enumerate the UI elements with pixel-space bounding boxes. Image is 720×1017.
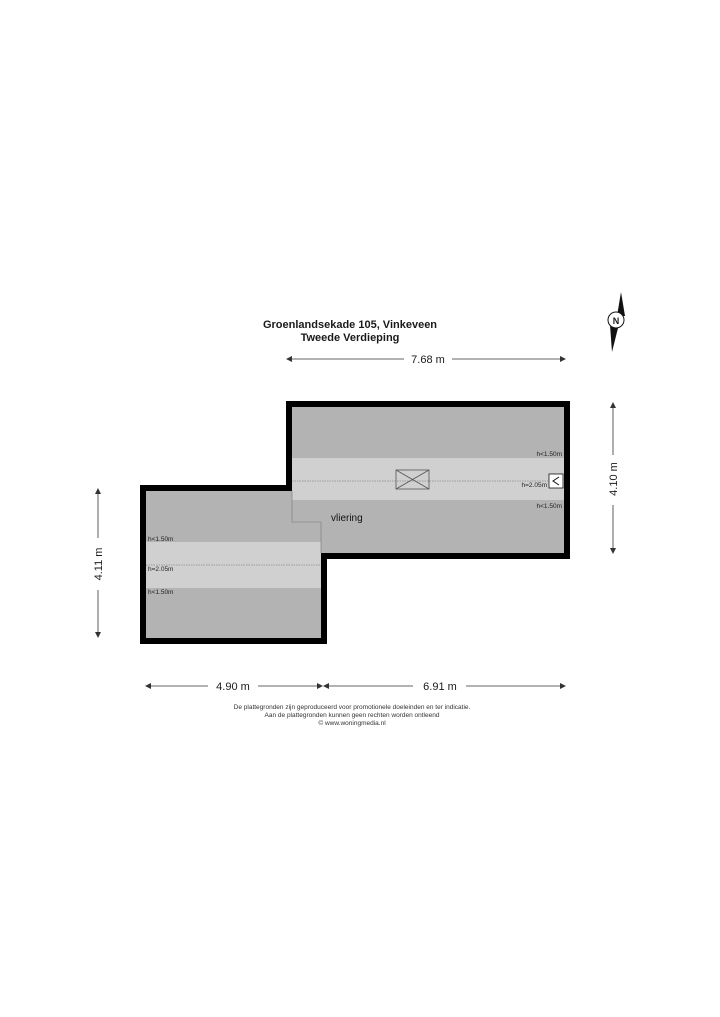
stair-hatch-icon: [548, 473, 564, 489]
height-label-left-upper: h<1.50m: [148, 536, 173, 543]
disclaimer-line-3: © www.woningmedia.nl: [318, 719, 386, 727]
floor-title: Tweede Verdieping: [301, 332, 400, 344]
floor-outline: [140, 401, 570, 644]
compass-north-label: N: [613, 316, 620, 326]
compass-icon: N: [607, 292, 625, 352]
dimension-left: 4.11 m: [93, 488, 105, 638]
floor-band-right: [292, 458, 564, 500]
disclaimer-line-1: De plattegronden zijn geproduceerd voor …: [234, 704, 471, 711]
height-label-left-middle: h=2.05m: [148, 566, 173, 573]
dimension-bottom-left-label: 4.90 m: [216, 681, 250, 693]
dimension-right-label: 4.10 m: [608, 462, 620, 496]
dimension-bottom: 4.90 m 6.91 m: [145, 681, 566, 693]
skylight-icon: [395, 469, 430, 490]
height-label-right-upper: h<1.50m: [537, 451, 562, 458]
address-title: Groenlandsekade 105, Vinkeveen: [263, 319, 437, 331]
dimension-top-label: 7.68 m: [411, 354, 445, 366]
dimension-bottom-right-label: 6.91 m: [423, 681, 457, 693]
room-label-vliering: vliering: [331, 513, 363, 524]
height-label-right-lower: h<1.50m: [537, 503, 562, 510]
height-label-left-lower: h<1.50m: [148, 589, 173, 596]
dimension-left-label: 4.11 m: [93, 548, 105, 581]
height-label-right-middle: h=2.05m: [522, 482, 547, 489]
disclaimer-line-2: Aan de plattegronden kunnen geen rechten…: [265, 712, 440, 719]
dimension-right: 4.10 m: [608, 402, 620, 554]
dimension-top: 7.68 m: [286, 354, 566, 366]
